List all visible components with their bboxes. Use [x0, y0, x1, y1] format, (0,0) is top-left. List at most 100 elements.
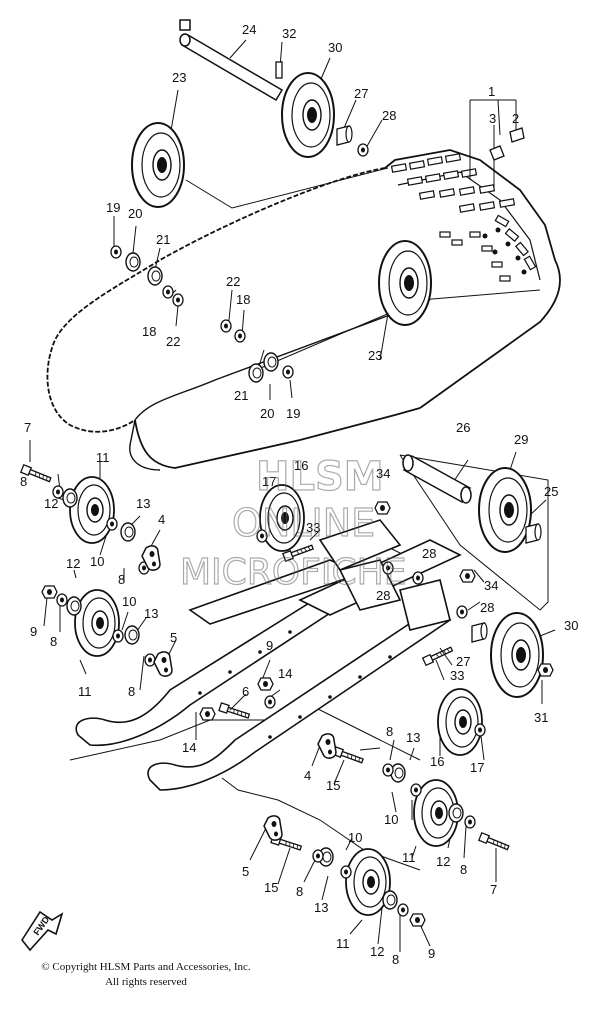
copyright-notice: © Copyright HLSM Parts and Accessories, …	[26, 960, 266, 990]
callout-c20a: 20	[128, 206, 142, 221]
callout-c8c: 8	[50, 634, 57, 649]
callout-c4a: 4	[158, 512, 165, 527]
callout-c24: 24	[242, 22, 256, 37]
callout-c8g: 8	[296, 884, 303, 899]
bearing-13-c	[390, 763, 406, 783]
callout-c14a: 14	[278, 666, 292, 681]
copyright-line-1: © Copyright HLSM Parts and Accessories, …	[41, 961, 251, 973]
bearing-21-a	[147, 266, 163, 286]
callout-c19b: 19	[286, 406, 300, 421]
watermark-line-3: MICROFICHE	[180, 552, 406, 593]
bushing-27-b	[471, 622, 488, 643]
callout-c10b: 10	[122, 594, 136, 609]
bearing-12-a	[62, 488, 78, 508]
callout-c8d: 8	[128, 684, 135, 699]
rail-holes	[198, 630, 392, 739]
callout-c21a: 21	[156, 232, 170, 247]
watermark-line-1: HLSM	[256, 454, 384, 500]
callout-c34b: 34	[484, 578, 498, 593]
wheel-16-b	[437, 688, 483, 756]
callout-c18b: 18	[142, 324, 156, 339]
callout-c8h: 8	[392, 952, 399, 967]
fwd-arrow: FWD	[21, 910, 64, 952]
callout-c16a: 16	[294, 458, 308, 473]
bearing-12-c	[448, 803, 464, 823]
bearing-12-d	[382, 890, 398, 910]
track-belt	[46, 149, 561, 471]
callout-c17a: 17	[262, 474, 276, 489]
callout-c29: 29	[514, 432, 528, 447]
callout-c5b: 5	[242, 864, 249, 879]
callout-c13a: 13	[136, 496, 150, 511]
callout-c3: 3	[489, 111, 496, 126]
callout-c33a: 33	[306, 520, 320, 535]
wheel-23-upper	[131, 122, 185, 208]
callout-c13d: 13	[314, 900, 328, 915]
callout-c25: 25	[544, 484, 558, 499]
wheel-29	[478, 467, 532, 553]
callout-c26: 26	[456, 420, 470, 435]
slide-rail-frame	[75, 519, 462, 791]
callout-c1: 1	[488, 84, 495, 99]
callout-c27b: 27	[456, 654, 470, 669]
wheel-11-d	[345, 848, 391, 916]
callout-c21b: 21	[234, 388, 248, 403]
callout-c33b: 33	[450, 668, 464, 683]
bearing-21-b	[248, 363, 264, 383]
callout-c23b: 23	[368, 348, 382, 363]
callout-c9b: 9	[266, 638, 273, 653]
callout-c13c: 13	[406, 730, 420, 745]
callout-c9a: 9	[30, 624, 37, 639]
callout-c15b: 15	[264, 880, 278, 895]
callout-c31: 31	[534, 710, 548, 725]
shaft-26	[402, 454, 472, 504]
callout-c23a: 23	[172, 70, 186, 85]
callout-c11c: 11	[402, 850, 416, 865]
pin-32	[275, 61, 283, 79]
callout-c28b: 28	[422, 546, 436, 561]
bearing-12-b	[66, 596, 82, 616]
wheel-23-lower	[378, 240, 432, 326]
callout-c11a: 11	[96, 450, 110, 465]
callout-c30a: 30	[328, 40, 342, 55]
callout-c8b: 8	[118, 572, 125, 587]
callout-c12a: 12	[44, 496, 58, 511]
callout-c8e: 8	[386, 724, 393, 739]
track-lugs	[390, 153, 537, 282]
watermark: HLSM ONLINE MICROFICHE	[179, 453, 407, 593]
callout-c15a: 15	[326, 778, 340, 793]
wheel-30-upper	[281, 72, 335, 158]
watermark-line-2: ONLINE	[232, 501, 375, 545]
callout-c12c: 12	[436, 854, 450, 869]
bushing-27-a	[336, 125, 353, 146]
callout-c10a: 10	[90, 554, 104, 569]
copyright-line-2: All rights reserved	[105, 976, 187, 988]
callout-c11b: 11	[78, 684, 92, 699]
callout-c10d: 10	[348, 830, 362, 845]
wheel-11-b	[74, 589, 120, 657]
callout-c16b: 16	[430, 754, 444, 769]
callout-c27a: 27	[354, 86, 368, 101]
callout-c6: 6	[242, 684, 249, 699]
callout-c28c: 28	[376, 588, 390, 603]
callout-c22b: 22	[166, 334, 180, 349]
callout-c14b: 14	[182, 740, 196, 755]
callout-c28a: 28	[382, 108, 396, 123]
bearing-20-b	[263, 352, 279, 372]
callout-c17b: 17	[470, 760, 484, 775]
track-studs	[482, 227, 527, 275]
callout-c9c: 9	[428, 946, 435, 961]
callout-c7a: 7	[24, 420, 31, 435]
callout-c12d: 12	[370, 944, 384, 959]
callout-c5a: 5	[170, 630, 177, 645]
callout-c13b: 13	[144, 606, 158, 621]
callout-c4b: 4	[304, 768, 311, 783]
callout-c28d: 28	[480, 600, 494, 615]
bearing-13-a	[120, 522, 136, 542]
callout-c2: 2	[512, 111, 519, 126]
callout-c8a: 8	[20, 474, 27, 489]
bushing-25	[525, 523, 542, 544]
callout-c34a: 34	[376, 466, 390, 481]
bearing-13-b	[124, 625, 140, 645]
